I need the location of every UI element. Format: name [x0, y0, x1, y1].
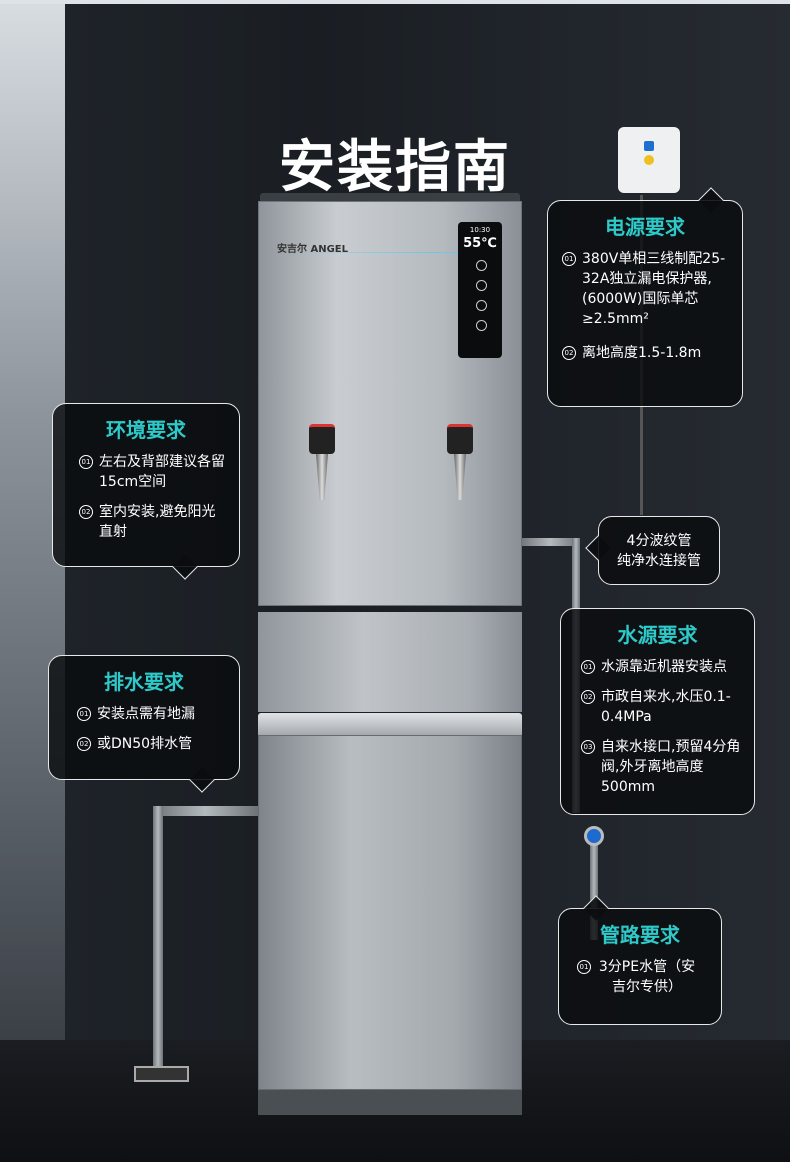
water-boiler: 安吉尔 ANGEL 10:30 55℃ — [258, 193, 522, 1115]
item-text: 市政自来水,水压0.1-0.4MPa — [601, 689, 731, 725]
item-number: 03 — [581, 740, 595, 754]
callout-piping: 管路要求 01 3分PE水管（安吉尔专供） — [558, 895, 722, 1025]
down-button-icon[interactable] — [476, 320, 487, 331]
callout-heading: 水源要求 — [617, 623, 698, 647]
item-number: 02 — [77, 737, 91, 751]
item-number: 02 — [562, 346, 576, 360]
drip-tray — [258, 713, 522, 737]
power-socket — [618, 127, 680, 193]
callout-environment: 环境要求 01 左右及背部建议各留15cm空间 02 室内安装,避免阳光直射 — [52, 403, 240, 580]
machine-middle — [258, 612, 522, 712]
panel-temp: 55℃ — [463, 236, 497, 251]
callout-drain: 排水要求 01 安装点需有地漏 02 或DN50排水管 — [48, 655, 240, 793]
item-number: 01 — [79, 455, 93, 469]
item-number: 01 — [581, 660, 595, 674]
item-text: 3分PE水管（安吉尔专供） — [598, 959, 696, 995]
item-text: 水源靠近机器安装点 — [601, 659, 727, 675]
item-text: 离地高度1.5-1.8m — [582, 345, 702, 361]
item-text: 安装点需有地漏 — [97, 706, 195, 722]
callout-heading: 环境要求 — [106, 418, 186, 442]
hose-line2: 纯净水连接管 — [617, 553, 701, 569]
power-button-icon[interactable] — [476, 260, 487, 271]
item-number: 01 — [577, 960, 591, 974]
item-number: 02 — [79, 505, 93, 519]
floor-drain — [134, 1066, 189, 1082]
top-strip — [0, 0, 790, 4]
drain-pipe-vertical — [153, 806, 163, 1076]
machine-top-cap — [260, 193, 520, 203]
item-text: 380V单相三线制配25-32A独立漏电保护器,(6000W)国际单芯≥2.5m… — [582, 251, 726, 327]
item-text: 或DN50排水管 — [97, 736, 193, 752]
boil-button-icon[interactable] — [476, 280, 487, 291]
item-text: 室内安装,避免阳光直射 — [99, 504, 216, 540]
drain-pipe — [153, 806, 258, 816]
item-number: 02 — [581, 690, 595, 704]
panel-time: 10:30 — [469, 226, 491, 234]
machine-cabinet — [258, 735, 522, 1090]
brand-label: 安吉尔 ANGEL — [277, 244, 349, 255]
callout-heading: 管路要求 — [600, 923, 680, 947]
accent-line — [273, 252, 463, 253]
item-number: 01 — [77, 707, 91, 721]
angle-valve-icon — [584, 826, 604, 846]
callout-water: 水源要求 01 水源靠近机器安装点 02 市政自来水,水压0.1-0.4MPa 03… — [560, 608, 755, 815]
tap-right[interactable] — [447, 424, 473, 504]
tap-left[interactable] — [309, 424, 335, 504]
item-text: 自来水接口,预留4分角阀,外牙离地高度500mm — [601, 739, 741, 795]
callout-hose: 4分波纹管 纯净水连接管 — [585, 516, 720, 585]
corrugated-hose — [520, 538, 580, 546]
machine-upper-body: 安吉尔 ANGEL 10:30 55℃ — [258, 201, 522, 606]
control-panel: 10:30 55℃ — [458, 222, 502, 358]
up-button-icon[interactable] — [476, 300, 487, 311]
machine-base — [258, 1090, 522, 1115]
item-text: 左右及背部建议各留15cm空间 — [99, 454, 225, 490]
callout-heading: 电源要求 — [605, 215, 685, 239]
callout-heading: 排水要求 — [104, 670, 184, 694]
hose-line1: 4分波纹管 — [626, 533, 692, 549]
page-title: 安装指南 — [279, 135, 511, 200]
callout-power: 电源要求 01 380V单相三线制配25-32A独立漏电保护器,(6000W)国际… — [547, 187, 743, 407]
pe-pipe — [590, 830, 598, 940]
item-number: 01 — [562, 252, 576, 266]
